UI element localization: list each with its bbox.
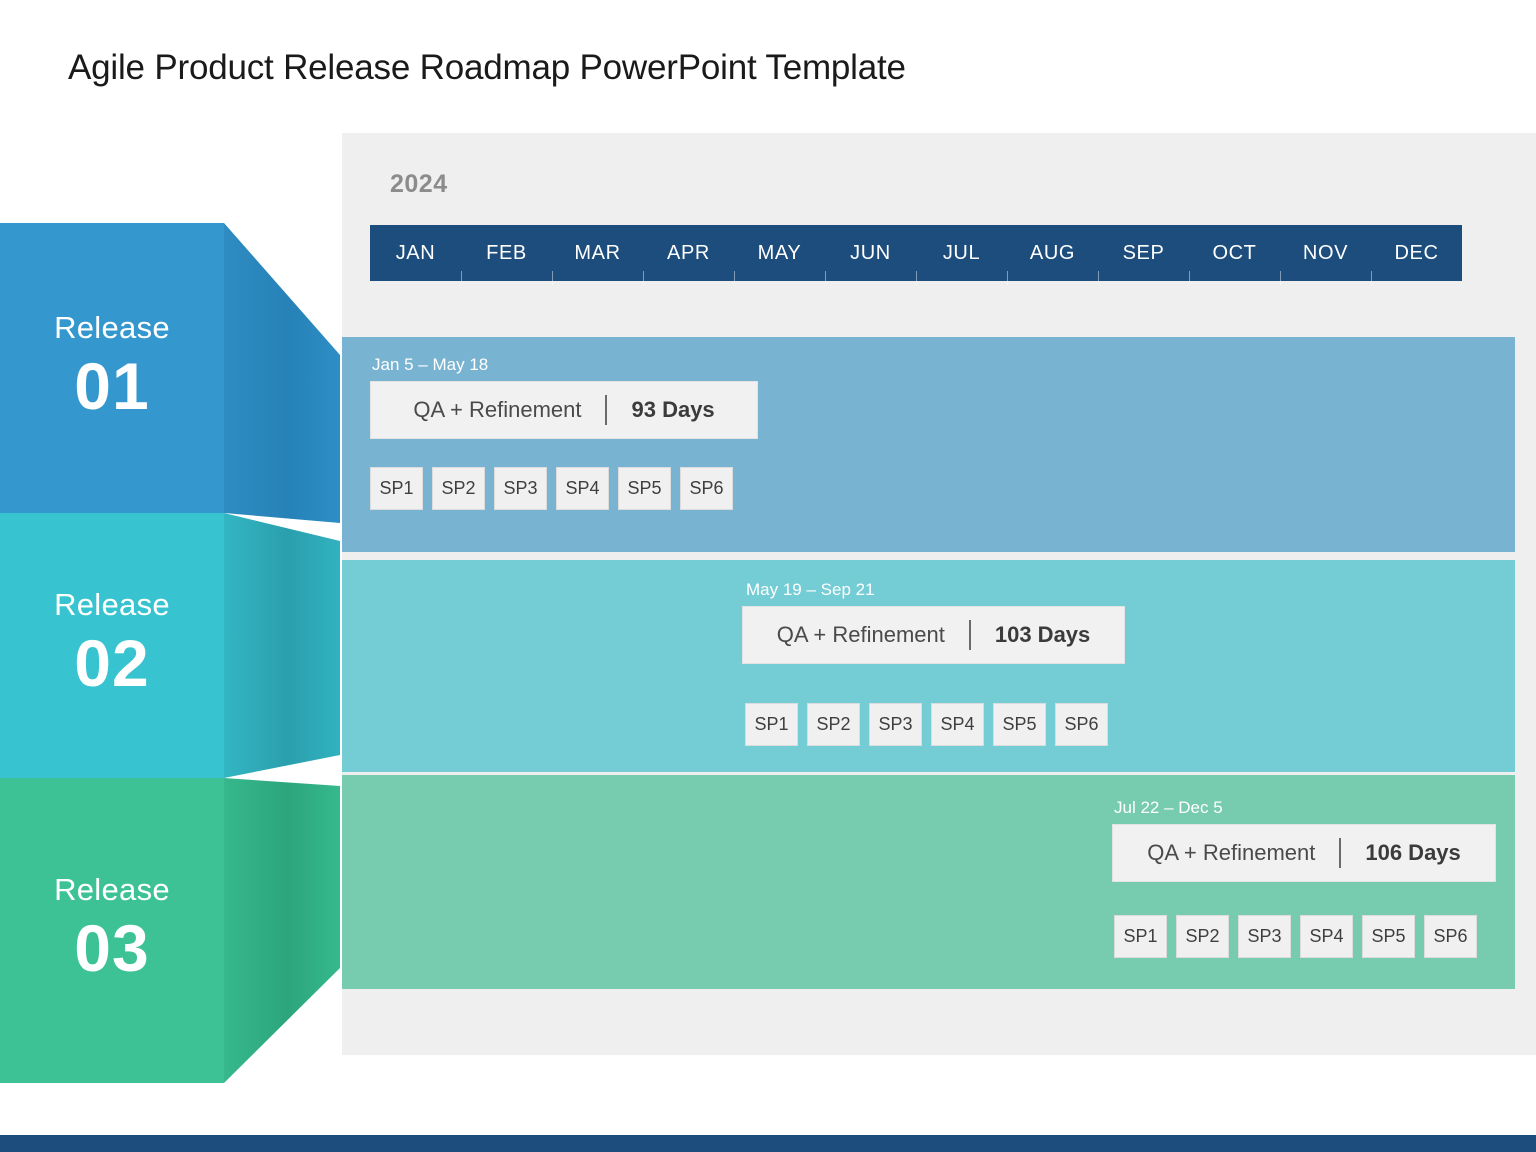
sprint-chip[interactable]: SP6: [1055, 703, 1108, 746]
month-cell-jun[interactable]: JUN: [825, 242, 916, 285]
sprint-chip[interactable]: SP3: [494, 467, 547, 510]
month-cell-jan[interactable]: JAN: [395, 241, 436, 264]
month-cell-feb[interactable]: FEB: [461, 242, 552, 285]
release-block-1[interactable]: Release 01: [0, 223, 224, 513]
sprint-chip[interactable]: SP1: [370, 467, 423, 510]
release-1-word: Release: [54, 309, 170, 345]
release-1-qa-box[interactable]: QA + Refinement 93 Days: [370, 381, 758, 439]
month-cell-sep[interactable]: SEP: [1098, 242, 1189, 285]
release-3-number: 03: [74, 911, 150, 986]
release-lane-3[interactable]: Jul 22 – Dec 5 QA + Refinement 106 Days …: [342, 775, 1515, 989]
sprint-chip[interactable]: SP3: [1238, 915, 1291, 958]
sprint-chip[interactable]: SP5: [1362, 915, 1415, 958]
release-3-word: Release: [54, 872, 170, 908]
month-cell-oct[interactable]: OCT: [1189, 242, 1280, 285]
release-1-qa-label: QA + Refinement: [413, 397, 582, 422]
release-2-date-range: May 19 – Sep 21: [746, 580, 875, 599]
sprint-chip[interactable]: SP5: [618, 467, 671, 510]
release-2-number: 02: [74, 626, 150, 701]
release-1-fold: [224, 223, 344, 523]
fold-shape-3: [224, 778, 340, 1083]
release-3-sprint-row: SP1 SP2 SP3 SP4 SP5 SP6: [1114, 915, 1477, 958]
sprint-chip[interactable]: SP1: [745, 703, 798, 746]
sprint-chip[interactable]: SP4: [1300, 915, 1353, 958]
release-2-days: 103 Days: [994, 622, 1091, 647]
month-cell-apr[interactable]: APR: [643, 242, 734, 285]
month-cell-jul[interactable]: JUL: [916, 242, 1007, 285]
sprint-chip[interactable]: SP3: [869, 703, 922, 746]
release-1-number: 01: [74, 348, 150, 423]
sprint-chip[interactable]: SP2: [432, 467, 485, 510]
footer-bar: [0, 1135, 1536, 1152]
qa-divider-icon: [605, 395, 608, 425]
sprint-chip[interactable]: SP4: [556, 467, 609, 510]
release-2-sprint-row: SP1 SP2 SP3 SP4 SP5 SP6: [745, 703, 1108, 746]
sprint-chip[interactable]: SP2: [1176, 915, 1229, 958]
sprint-chip[interactable]: SP6: [1424, 915, 1477, 958]
release-block-2[interactable]: Release 02: [0, 513, 224, 778]
release-1-days: 93 Days: [631, 397, 715, 422]
sprint-chip[interactable]: SP4: [931, 703, 984, 746]
fold-shape-2: [224, 513, 340, 778]
release-3-fold: [224, 778, 344, 1093]
sprint-chip[interactable]: SP1: [1114, 915, 1167, 958]
release-2-word: Release: [54, 587, 170, 623]
sprint-chip[interactable]: SP6: [680, 467, 733, 510]
release-2-qa-label: QA + Refinement: [776, 622, 945, 647]
month-cell-mar[interactable]: MAR: [552, 242, 643, 285]
release-3-qa-label: QA + Refinement: [1147, 840, 1316, 865]
qa-divider-icon: [968, 620, 971, 650]
release-1-sprint-row: SP1 SP2 SP3 SP4 SP5 SP6: [370, 467, 733, 510]
month-cell-nov[interactable]: NOV: [1280, 242, 1371, 285]
release-2-qa-box[interactable]: QA + Refinement 103 Days: [742, 606, 1125, 664]
release-2-fold: [224, 513, 344, 788]
year-label: 2024: [390, 170, 448, 198]
fold-shape-1: [224, 223, 340, 523]
month-cell-aug[interactable]: AUG: [1007, 242, 1098, 285]
month-cell-dec[interactable]: DEC: [1371, 242, 1462, 285]
release-3-qa-box[interactable]: QA + Refinement 106 Days: [1112, 824, 1496, 882]
release-block-3[interactable]: Release 03: [0, 778, 224, 1083]
month-cell-may[interactable]: MAY: [734, 242, 825, 285]
release-3-date-range: Jul 22 – Dec 5: [1114, 798, 1223, 817]
sprint-chip[interactable]: SP2: [807, 703, 860, 746]
page-title: Agile Product Release Roadmap PowerPoint…: [68, 48, 906, 87]
release-lane-1[interactable]: Jan 5 – May 18 QA + Refinement 93 Days S…: [342, 337, 1515, 552]
month-bar: JAN FEB MAR APR MAY JUN JUL AUG SEP OCT …: [370, 225, 1462, 285]
qa-divider-icon: [1339, 838, 1342, 868]
release-1-date-range: Jan 5 – May 18: [372, 355, 489, 374]
release-3-days: 106 Days: [1365, 840, 1461, 865]
release-lane-2[interactable]: May 19 – Sep 21 QA + Refinement 103 Days…: [342, 560, 1515, 772]
sprint-chip[interactable]: SP5: [993, 703, 1046, 746]
